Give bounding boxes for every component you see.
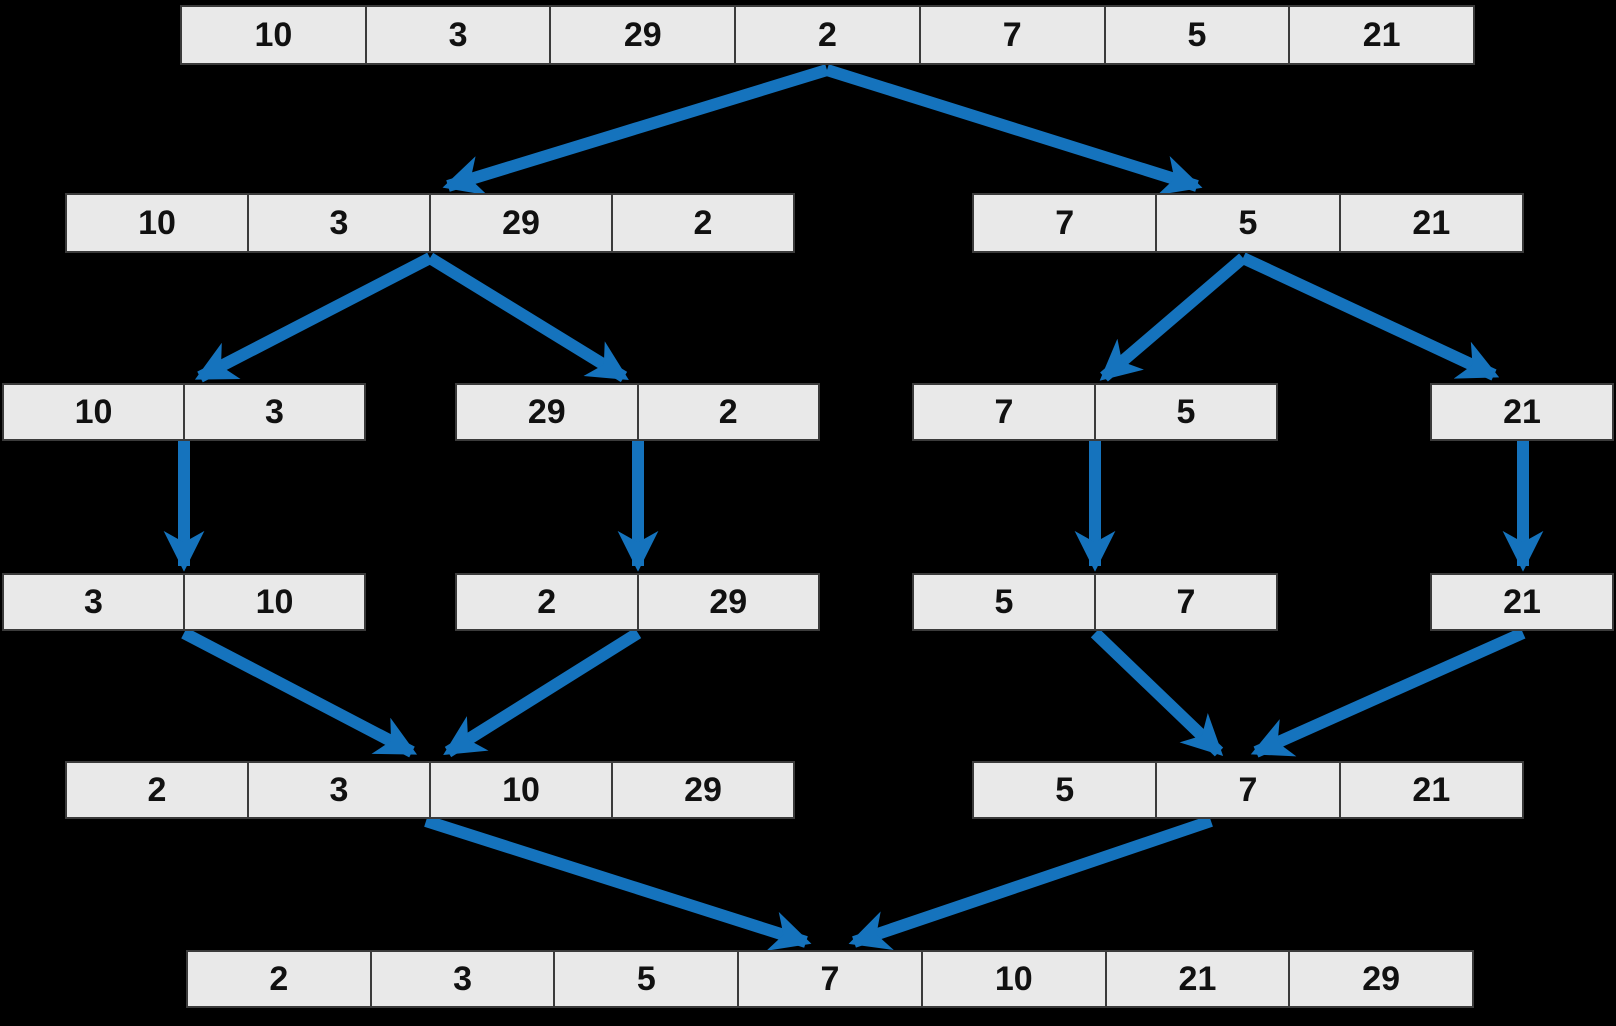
array-cell: 3 (364, 5, 552, 65)
array-cell: 2 (455, 573, 639, 631)
array-cell: 7 (918, 5, 1106, 65)
array-cell: 2 (636, 383, 820, 441)
array-cell: 10 (429, 761, 613, 819)
array-cell: 29 (1288, 950, 1475, 1008)
array-cell: 2 (65, 761, 249, 819)
merge-arrow-l4d-to-l5r (1250, 627, 1526, 758)
merge-arrow-l4b-to-l5l (443, 627, 642, 758)
array-cell: 21 (1104, 950, 1291, 1008)
split-arrow-l2l-to-l3b (426, 252, 629, 383)
array-cell: 21 (1430, 573, 1614, 631)
array-cell: 5 (1155, 193, 1341, 253)
array-cell: 10 (2, 383, 185, 441)
array-cell: 3 (247, 761, 431, 819)
array-cell: 29 (455, 383, 639, 441)
array-cell: 29 (549, 5, 737, 65)
array-cell: 10 (180, 5, 367, 65)
array-cell: 2 (734, 5, 921, 65)
array-cell: 5 (553, 950, 740, 1008)
array-cell: 7 (912, 383, 1096, 441)
array-cell: 7 (1155, 761, 1341, 819)
array-cell: 7 (972, 193, 1158, 253)
array-cell: 10 (183, 573, 366, 631)
array-level3-d: 21 (1430, 383, 1614, 441)
array-cell: 5 (912, 573, 1096, 631)
merge-arrow-l5l-to-l6 (424, 815, 812, 951)
array-cell: 3 (247, 193, 431, 253)
array-cell: 5 (972, 761, 1158, 819)
array-cell: 21 (1288, 5, 1476, 65)
array-cell: 7 (737, 950, 923, 1008)
array-cell: 29 (611, 761, 795, 819)
array-cell: 3 (369, 950, 556, 1008)
array-cell: 2 (611, 193, 795, 253)
array-level4-d: 21 (1430, 573, 1614, 631)
split-arrow-l1-to-l2-right (825, 64, 1203, 195)
array-cell: 10 (920, 950, 1107, 1008)
array-cell: 3 (2, 573, 185, 631)
array-cell: 3 (183, 383, 366, 441)
array-cell: 5 (1094, 383, 1278, 441)
merge-arrow-l4c-to-l5r (1090, 628, 1224, 757)
array-cell: 2 (186, 950, 372, 1008)
split-arrow-l2r-to-l3d (1240, 252, 1500, 381)
split-arrow-l2l-to-l3a (194, 252, 433, 383)
array-cell: 21 (1338, 761, 1524, 819)
split-arrow-l1-to-l2-left (442, 64, 829, 196)
array-cell: 5 (1103, 5, 1291, 65)
array-cell: 21 (1338, 193, 1524, 253)
array-cell: 21 (1430, 383, 1614, 441)
array-cell: 7 (1094, 573, 1278, 631)
array-cell: 10 (65, 193, 249, 253)
array-cell: 29 (636, 573, 820, 631)
array-cell: 29 (429, 193, 613, 253)
merge-arrow-l4a-to-l5l (181, 627, 418, 758)
split-arrow-l2r-to-l3c (1099, 253, 1247, 382)
merge-arrow-l5r-to-l6 (848, 815, 1213, 951)
